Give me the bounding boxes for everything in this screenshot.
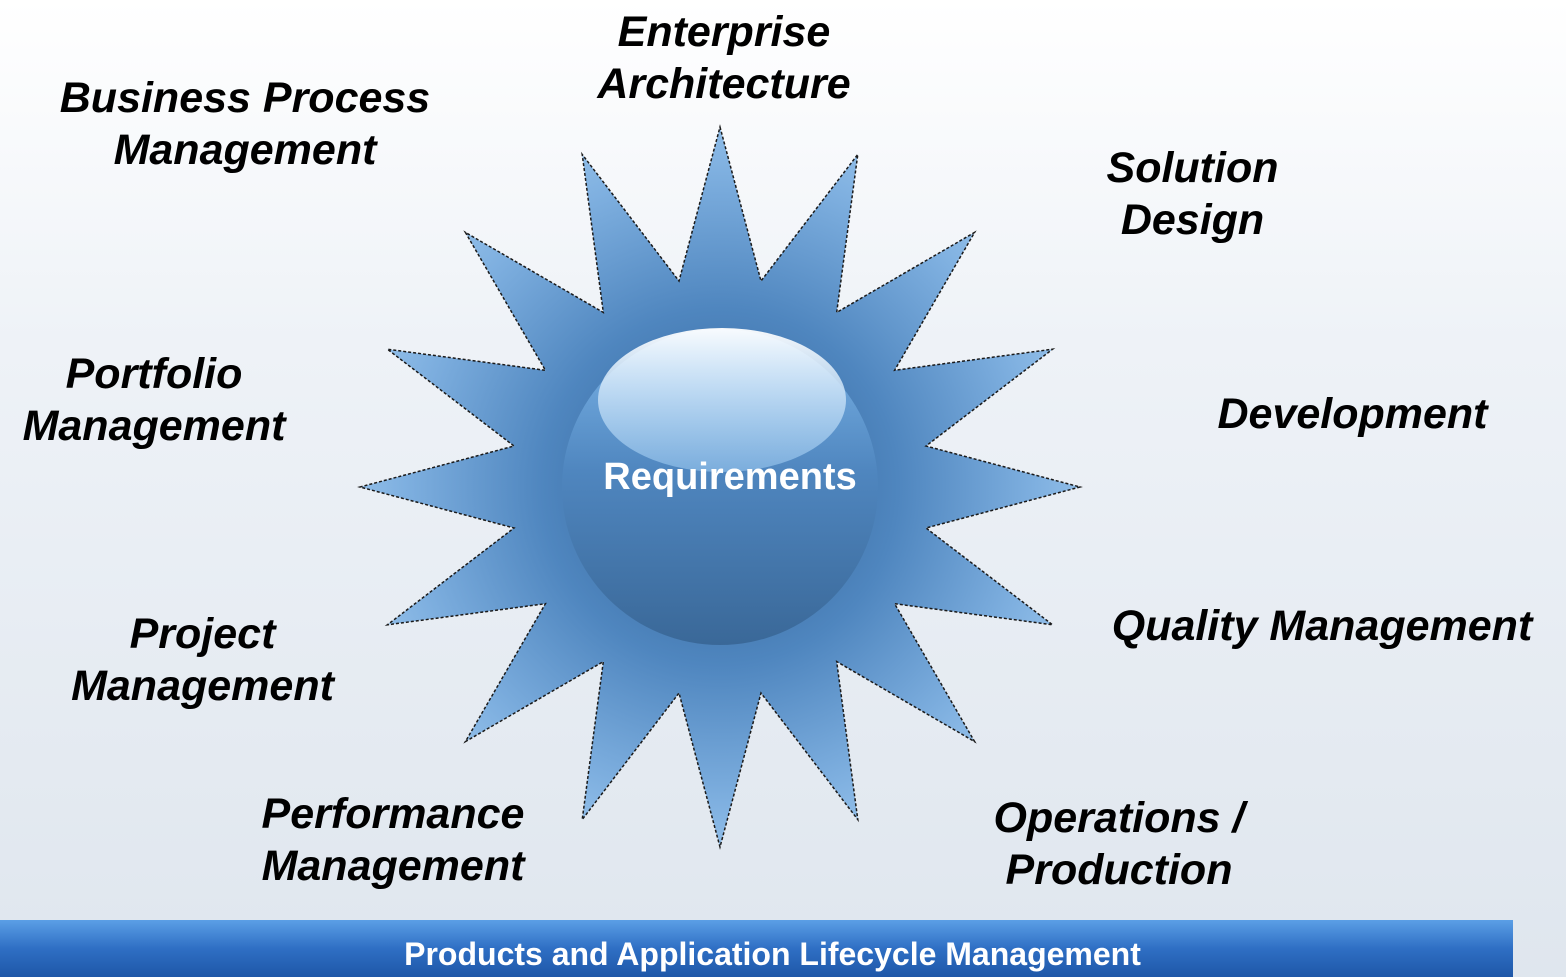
label-line: Operations / xyxy=(993,794,1245,842)
sphere-highlight xyxy=(598,328,846,472)
footer-bar xyxy=(0,920,1513,977)
requirements-label: Requirements xyxy=(603,456,857,498)
label-business-process-management: Business Process Management xyxy=(30,72,460,176)
label-line: Portfolio xyxy=(65,350,243,398)
label-line: Management xyxy=(71,662,334,710)
label-line: Project xyxy=(129,610,276,658)
label-line: Business Process xyxy=(59,74,431,122)
label-line: Quality Management xyxy=(1111,602,1533,650)
label-enterprise-architecture: Enterprise Architecture xyxy=(580,6,868,110)
label-line: Solution xyxy=(1106,144,1279,192)
label-operations-production: Operations / Production xyxy=(970,792,1268,896)
label-project-management: Project Management xyxy=(50,608,355,712)
label-line: Production xyxy=(1005,846,1233,894)
label-portfolio-management: Portfolio Management xyxy=(4,348,304,452)
label-line: Performance xyxy=(261,790,525,838)
label-line: Management xyxy=(113,126,377,174)
label-solution-design: Solution Design xyxy=(1085,142,1300,246)
label-line: Management xyxy=(22,402,286,450)
footer-title: Products and Application Lifecycle Manag… xyxy=(404,936,1141,972)
label-development: Development xyxy=(1195,388,1510,440)
label-line: Management xyxy=(261,842,525,890)
label-performance-management: Performance Management xyxy=(238,788,548,892)
label-quality-management: Quality Management xyxy=(1082,600,1562,652)
label-line: Design xyxy=(1120,196,1265,244)
label-line: Architecture xyxy=(597,60,851,108)
label-line: Enterprise xyxy=(617,8,831,56)
label-line: Development xyxy=(1217,390,1488,438)
